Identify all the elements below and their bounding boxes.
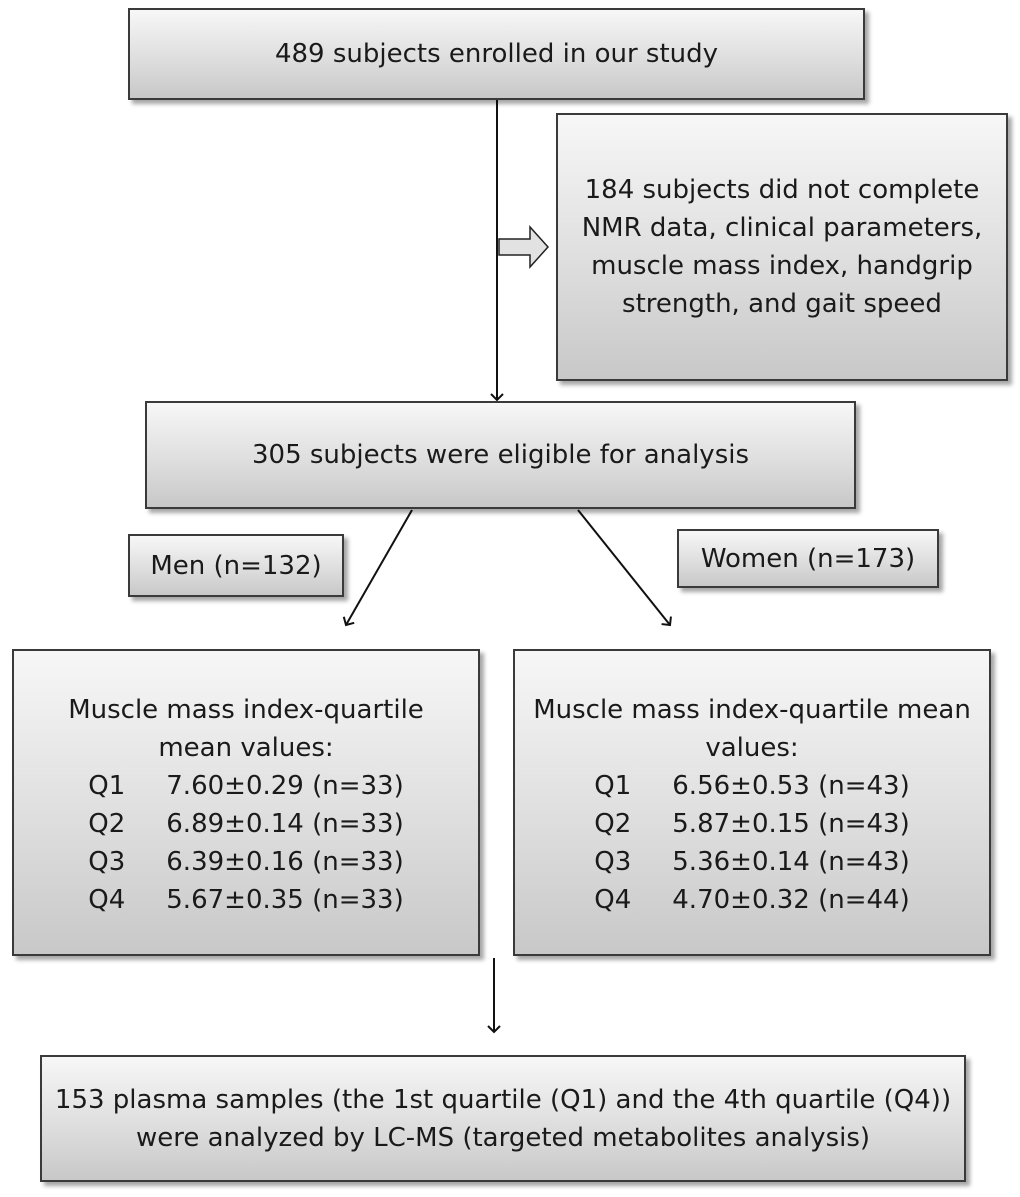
exclusion-block-arrow [498,225,550,269]
quartile-label: Q2 [88,809,126,839]
men-label: Men (n=132) [150,550,322,581]
women-label-box: Women (n=173) [677,529,939,588]
eligible-box: 305 subjects were eligible for analysis [145,401,856,509]
quartile-value: 4.70±0.32 (n=44) [672,885,910,915]
women-quartile-row: Q3 5.36±0.14 (n=43) [515,843,989,881]
women-quartile-row: Q4 4.70±0.32 (n=44) [515,881,989,919]
excluded-box: 184 subjects did not complete NMR data, … [556,113,1008,381]
men-quartile-row: Q2 6.89±0.14 (n=33) [14,805,478,843]
men-quartile-row: Q3 6.39±0.16 (n=33) [14,843,478,881]
arrow-eligible-to-women [577,509,672,627]
men-quartiles-title-2: mean values: [158,733,334,763]
women-quartiles-title-2: values: [705,733,799,763]
men-quartiles-box: Muscle mass index-quartile mean values: … [12,649,480,956]
excluded-line-4: strength, and gait speed [622,289,942,319]
enrolled-box: 489 subjects enrolled in our study [128,8,865,100]
men-label-box: Men (n=132) [128,534,344,597]
quartile-label: Q2 [594,809,632,839]
men-quartiles-title-1: Muscle mass index-quartile [68,695,424,725]
quartile-value: 6.39±0.16 (n=33) [166,847,404,877]
quartile-label: Q3 [88,847,126,877]
quartile-label: Q1 [88,771,126,801]
women-quartiles-title-1: Muscle mass index-quartile mean [533,695,971,725]
quartile-value: 5.36±0.14 (n=43) [672,847,910,877]
excluded-line-3: muscle mass index, handgrip [591,251,973,281]
excluded-line-1: 184 subjects did not complete [584,175,980,205]
quartile-value: 5.67±0.35 (n=33) [166,885,404,915]
quartile-value: 7.60±0.29 (n=33) [166,771,404,801]
quartile-label: Q4 [594,885,632,915]
analyzed-box: 153 plasma samples (the 1st quartile (Q1… [40,1055,966,1182]
arrow-eligible-to-men [342,509,413,627]
excluded-line-2: NMR data, clinical parameters, [581,213,983,243]
women-quartiles-box: Muscle mass index-quartile mean values: … [513,649,991,956]
enrolled-text: 489 subjects enrolled in our study [274,39,719,69]
women-quartile-row: Q1 6.56±0.53 (n=43) [515,767,989,805]
analyzed-line-1: 153 plasma samples (the 1st quartile (Q1… [54,1084,952,1115]
quartile-value: 6.89±0.14 (n=33) [166,809,404,839]
quartile-label: Q1 [594,771,632,801]
eligible-text: 305 subjects were eligible for analysis [251,440,750,470]
quartile-value: 6.56±0.53 (n=43) [672,771,910,801]
men-quartile-row: Q4 5.67±0.35 (n=33) [14,881,478,919]
analyzed-line-2: were analyzed by LC-MS (targeted metabol… [135,1122,871,1153]
quartile-label: Q4 [88,885,126,915]
quartile-label: Q3 [594,847,632,877]
women-label: Women (n=173) [700,543,916,574]
men-quartile-row: Q1 7.60±0.29 (n=33) [14,767,478,805]
quartile-value: 5.87±0.15 (n=43) [672,809,910,839]
women-quartile-row: Q2 5.87±0.15 (n=43) [515,805,989,843]
